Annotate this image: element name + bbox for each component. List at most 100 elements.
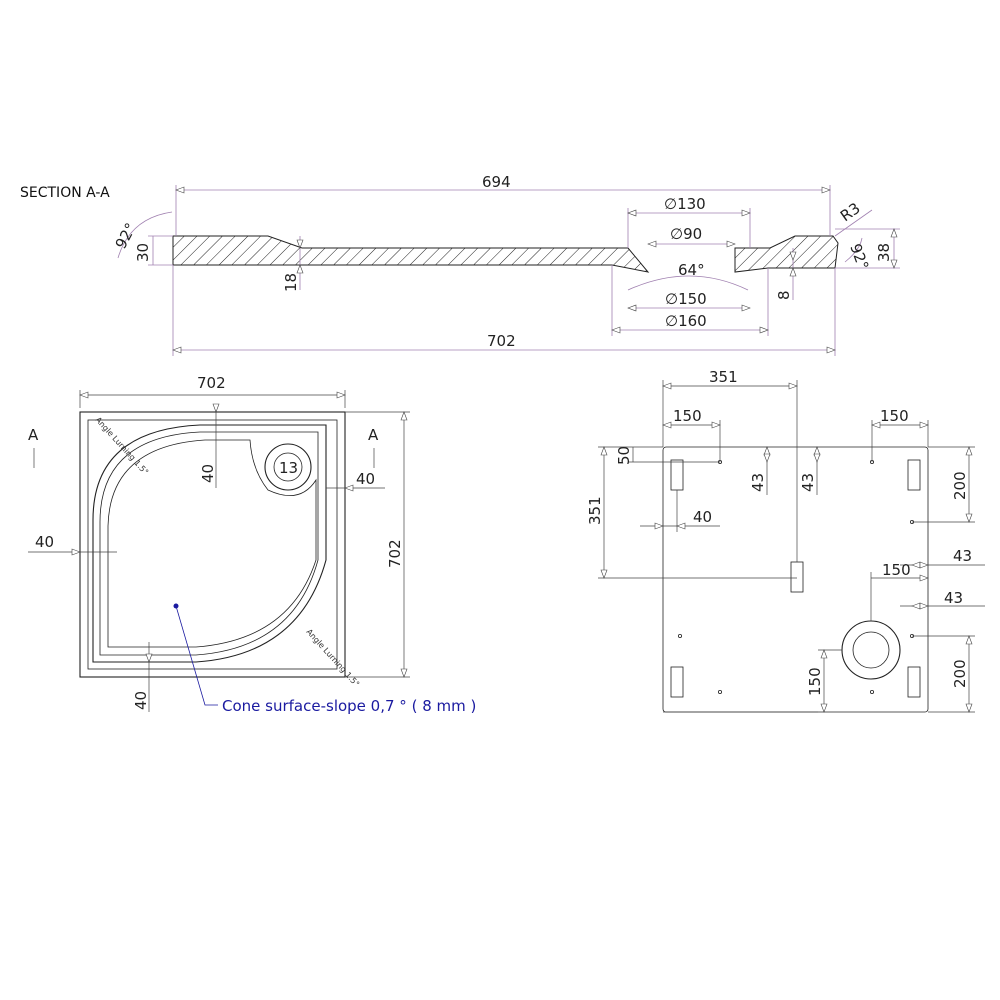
dim-8-arrow-top bbox=[789, 251, 797, 261]
dim-40-top-arrow bbox=[212, 403, 220, 413]
dim-150-drainy-arrow-top bbox=[820, 649, 828, 659]
dim-d150-arrow-right bbox=[741, 304, 751, 312]
drain-underside-inner bbox=[852, 631, 890, 669]
dim-702-arrow-right bbox=[826, 346, 836, 354]
dim-d150-label: ∅150 bbox=[665, 290, 707, 308]
dim-d150-arrow-left bbox=[627, 304, 637, 312]
dim-702-arrow-left bbox=[172, 346, 182, 354]
dim-38-arrow-top bbox=[890, 228, 898, 238]
dim-43-right-label: 43 bbox=[799, 473, 817, 492]
dim-64-arc bbox=[627, 275, 749, 291]
dim-150-left-label: 150 bbox=[673, 407, 702, 425]
dim-694-arrow-right bbox=[821, 186, 831, 194]
dim-40-bottom-label: 40 bbox=[132, 691, 150, 710]
dim-r3-leader bbox=[834, 209, 873, 237]
peg-hole-6 bbox=[718, 690, 723, 695]
dim-40-left-arrow bbox=[71, 548, 81, 556]
section-marker-left: A bbox=[28, 426, 39, 444]
basin-outer-curve bbox=[92, 424, 327, 663]
dim-38-arrow-bottom bbox=[890, 259, 898, 269]
dim-40-foot-arrow-b bbox=[676, 522, 686, 530]
dim-150-drainy-arrow-bottom bbox=[820, 703, 828, 713]
dim-64-label: 64° bbox=[678, 261, 705, 279]
dim-40-foot-label: 40 bbox=[693, 508, 712, 526]
cone-note-leader bbox=[175, 605, 218, 706]
dim-18-arrow-top bbox=[296, 239, 304, 249]
foot-pad-center bbox=[790, 561, 804, 593]
drain-underside-outer bbox=[841, 620, 901, 680]
dim-d160-arrow-right bbox=[759, 326, 769, 334]
dim-43b-label: 43 bbox=[944, 589, 963, 607]
dim-30-label: 30 bbox=[134, 243, 152, 262]
dim-40-top-label: 40 bbox=[199, 464, 217, 483]
dim-150-left-arrow-a bbox=[662, 421, 672, 429]
drain-label: 13 bbox=[279, 459, 298, 477]
foot-pad-top-right bbox=[907, 459, 921, 491]
dim-43a-label: 43 bbox=[953, 547, 972, 565]
dim-40-right-label: 40 bbox=[356, 470, 375, 488]
dim-150-right-label: 150 bbox=[880, 407, 909, 425]
dim-r3-label: R3 bbox=[837, 199, 864, 225]
top-height-arrow-top bbox=[400, 411, 408, 421]
dim-d90-arrow-left bbox=[647, 240, 657, 248]
peg-hole-7 bbox=[870, 690, 875, 695]
basin-floor-curve bbox=[107, 439, 317, 648]
section-profile-right-hatch bbox=[734, 235, 839, 273]
dim-18-label: 18 bbox=[282, 273, 300, 292]
dim-d90-label: ∅90 bbox=[670, 225, 702, 243]
dim-43-right-arrow-b bbox=[813, 453, 821, 463]
dim-d130-label: ∅130 bbox=[664, 195, 706, 213]
dim-43a-arrow-b bbox=[919, 561, 929, 569]
basin-rim-curve bbox=[99, 431, 319, 656]
dim-8-label: 8 bbox=[775, 290, 793, 300]
bottom-view: 351 150 150 50 351 40 43 bbox=[586, 368, 985, 713]
dim-351v-arrow-top bbox=[600, 446, 608, 456]
dim-43b-arrow-a bbox=[911, 602, 921, 610]
section-title: SECTION A-A bbox=[20, 185, 110, 201]
top-width-arrow-right bbox=[336, 391, 346, 399]
dim-150-drainx-label: 150 bbox=[882, 561, 911, 579]
dim-351v-arrow-bottom bbox=[600, 569, 608, 579]
dim-351-arrow-left bbox=[662, 382, 672, 390]
top-width-arrow-left bbox=[79, 391, 89, 399]
dim-92-right-arc bbox=[844, 237, 863, 263]
tray-outer-edge bbox=[79, 411, 346, 678]
dim-43-left-label: 43 bbox=[749, 473, 767, 492]
dim-8-arrow-bottom bbox=[789, 267, 797, 277]
top-view: 702 13 Angle Lurning 1.5° Angle Lurning … bbox=[28, 374, 476, 715]
dim-d160-label: ∅160 bbox=[665, 312, 707, 330]
top-height-label: 702 bbox=[386, 539, 404, 568]
foot-pad-bottom-left bbox=[670, 666, 684, 698]
dim-150-drainx-arrow bbox=[919, 574, 929, 582]
dim-351v-label: 351 bbox=[586, 496, 604, 525]
dim-43a-arrow-a bbox=[911, 561, 921, 569]
dim-200t-label: 200 bbox=[951, 471, 969, 500]
dim-200b-label: 200 bbox=[951, 659, 969, 688]
section-profile-hatch bbox=[172, 235, 650, 273]
peg-hole-4 bbox=[678, 634, 683, 639]
dim-d160-arrow-left bbox=[611, 326, 621, 334]
tray-inner-edge bbox=[87, 419, 338, 670]
dim-40-bottom-arrow bbox=[145, 653, 153, 663]
dim-50-label: 50 bbox=[615, 446, 633, 465]
tray-bottom-outline bbox=[662, 446, 929, 713]
section-marker-right: A bbox=[368, 426, 379, 444]
drain-inner-circle bbox=[273, 452, 303, 482]
dim-40-foot-arrow-a bbox=[654, 522, 664, 530]
dim-92-left-arc bbox=[117, 211, 173, 259]
dim-694-arrow-left bbox=[175, 186, 185, 194]
dim-351-label: 351 bbox=[709, 368, 738, 386]
drain-outer-circle bbox=[264, 443, 312, 491]
angle-note-bottom: Angle Lurning 1.5° bbox=[305, 627, 362, 688]
dim-d90-arrow-right bbox=[726, 240, 736, 248]
dim-200b-arrow-bottom bbox=[965, 703, 973, 713]
dim-43b-arrow-b bbox=[919, 602, 929, 610]
dim-200b-arrow-top bbox=[965, 635, 973, 645]
dim-40-right-arrow bbox=[344, 484, 354, 492]
dim-d130-arrow-left bbox=[627, 209, 637, 217]
dim-150-left-arrow-b bbox=[711, 421, 721, 429]
foot-pad-top-left bbox=[670, 459, 684, 491]
dim-150-right-arrow-b bbox=[919, 421, 929, 429]
